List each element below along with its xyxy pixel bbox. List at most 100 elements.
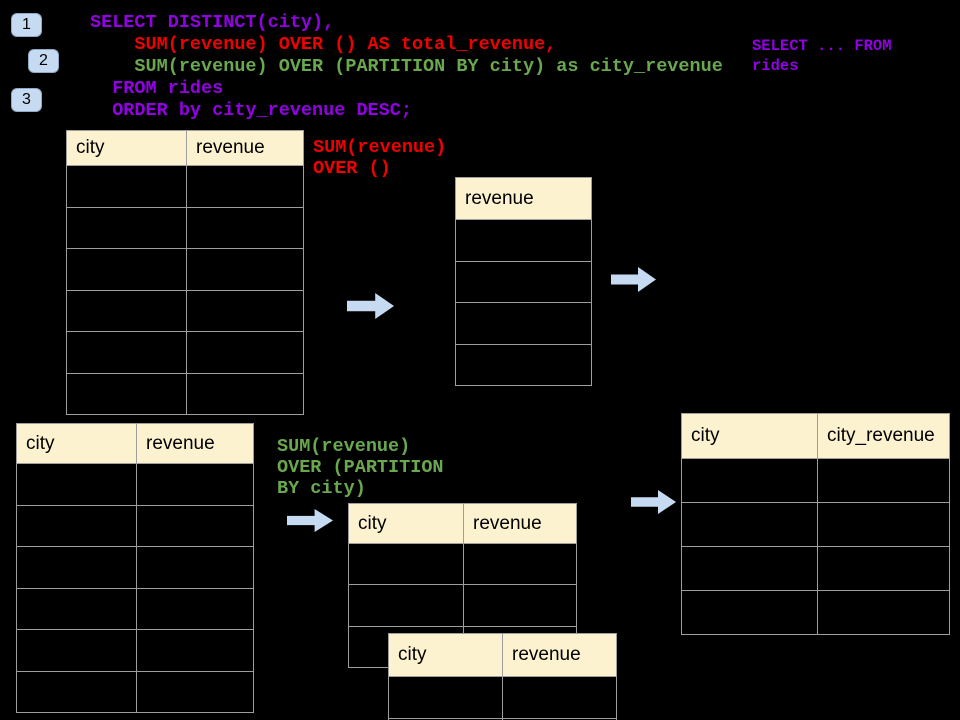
column-header-city: city [67, 131, 187, 165]
table-cell [349, 544, 464, 585]
table-cell [349, 585, 464, 626]
table-cell [503, 677, 616, 718]
table-row [67, 331, 303, 373]
annotation-line: OVER (PARTITION [277, 457, 444, 478]
table-cell [137, 506, 253, 547]
column-header-revenue: revenue [146, 432, 215, 454]
table-row [17, 670, 253, 713]
table-cell [456, 262, 591, 303]
select-from-note: SELECT ... FROM rides [752, 36, 892, 76]
table-cell [187, 249, 303, 290]
table-row [456, 260, 591, 303]
table-cell [818, 547, 949, 590]
flow-right-arrow-icon [611, 267, 656, 292]
table-cell [187, 291, 303, 332]
table-cell [464, 585, 576, 625]
table-final-result: city city_revenue [681, 413, 950, 635]
table-partition-result: city revenue [348, 503, 577, 668]
step-badge-label: 1 [22, 16, 31, 33]
step-badge-label: 3 [22, 91, 31, 108]
table-source-top: city revenue [66, 130, 304, 415]
annotation-line: SUM(revenue) [313, 137, 447, 158]
annotation-sum-partition: SUM(revenue) OVER (PARTITION BY city) [277, 436, 444, 499]
flow-right-arrow-icon [631, 490, 676, 514]
step-badge-2: 2 [28, 49, 59, 73]
sql-line-sum-partition: SUM(revenue) OVER (PARTITION BY city) as… [90, 56, 723, 77]
sql-line-select: SELECT DISTINCT(city), [90, 12, 335, 33]
sql-line-order-by: ORDER by city_revenue DESC; [90, 100, 412, 121]
table-cell [682, 591, 818, 634]
column-header-revenue: revenue [473, 512, 542, 534]
table-row [17, 463, 253, 505]
column-header-city: city [682, 414, 818, 458]
table-cell [67, 207, 187, 248]
table-cell [389, 677, 503, 718]
table-row [349, 584, 576, 626]
table-row [67, 206, 303, 249]
sql-code-block: SELECT DISTINCT(city), SUM(revenue) OVER… [90, 12, 723, 122]
step-badge-1: 1 [11, 13, 42, 37]
table-row [17, 629, 253, 671]
column-header-city: city [17, 424, 137, 463]
table-row [17, 504, 253, 547]
table-cell [818, 591, 949, 634]
table-cell [17, 630, 137, 671]
table-row [67, 289, 303, 332]
column-header-revenue: revenue [196, 137, 265, 158]
annotation-line: SUM(revenue) [277, 436, 411, 457]
flow-right-arrow-icon [287, 509, 333, 532]
table-cell [187, 374, 303, 415]
table-cell [17, 547, 137, 588]
table-row [456, 343, 591, 386]
table-row [389, 717, 616, 720]
annotation-sum-over: SUM(revenue) OVER () [313, 137, 446, 179]
table-cell [137, 589, 253, 630]
table-cell [818, 459, 949, 502]
table-cell [17, 588, 137, 629]
table-row [456, 219, 591, 261]
table-cell [187, 166, 303, 207]
annotation-line: OVER () [313, 158, 391, 179]
table-header-row: city revenue [67, 131, 303, 165]
table-cell [682, 503, 818, 546]
table-header-row: city revenue [17, 424, 253, 463]
table-cell [67, 249, 187, 290]
table-cell [682, 547, 818, 590]
column-header-city-revenue: city_revenue [827, 425, 935, 446]
table-cell [456, 220, 591, 261]
table-cell [67, 290, 187, 331]
table-row [67, 165, 303, 207]
table-cell [67, 373, 187, 414]
table-row [67, 372, 303, 415]
column-header-revenue: revenue [465, 187, 534, 209]
note-line: SELECT ... FROM [752, 37, 892, 55]
column-header-city: city [349, 504, 464, 543]
table-header-row: city city_revenue [682, 414, 949, 458]
table-cell [818, 503, 949, 546]
table-cell [187, 332, 303, 373]
step-badge-3: 3 [11, 88, 42, 112]
table-cell [682, 459, 818, 502]
table-cell [137, 547, 253, 588]
table-row [67, 248, 303, 290]
table-cell [456, 345, 591, 386]
sql-line-sum-over: SUM(revenue) OVER () AS total_revenue, [90, 34, 557, 55]
table-row [682, 502, 949, 546]
table-row [389, 676, 616, 718]
table-cell [137, 630, 253, 671]
table-cell [17, 464, 137, 505]
sql-line-from: FROM rides [90, 78, 224, 99]
table-cell [187, 208, 303, 249]
flow-right-arrow-icon [347, 293, 394, 319]
table-row [682, 590, 949, 634]
table-cell [17, 671, 137, 712]
table-cell [137, 672, 253, 713]
step-badge-label: 2 [39, 52, 48, 69]
column-header-city: city [389, 634, 503, 676]
table-cell [137, 464, 253, 505]
table-row [349, 543, 576, 585]
table-row [682, 458, 949, 502]
table-cell [67, 166, 187, 207]
table-cell [389, 718, 503, 720]
